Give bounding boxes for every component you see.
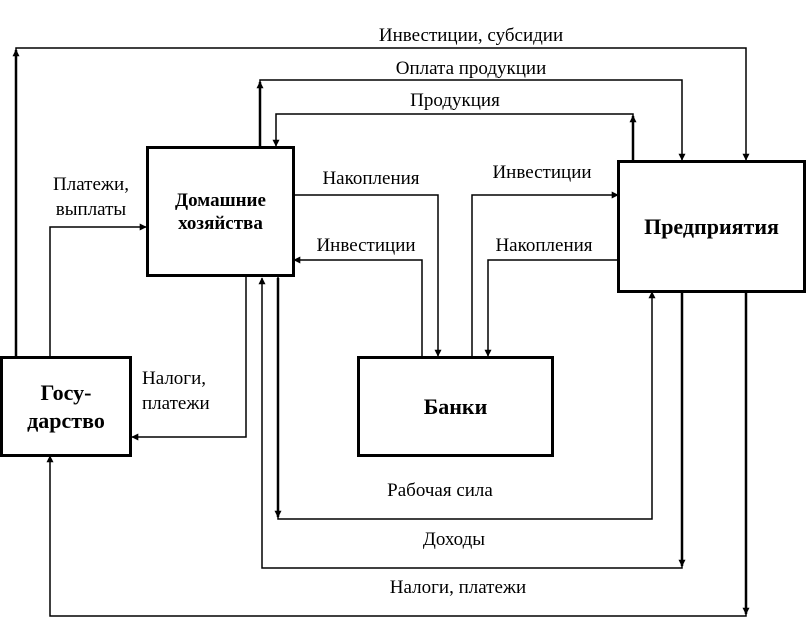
label-investments-enterprises: Инвестиции — [492, 162, 592, 183]
label-labor: Рабочая сила — [387, 480, 493, 501]
arrow-products — [272, 113, 634, 160]
label-income: Доходы — [422, 529, 486, 550]
label-products: Продукция — [410, 90, 500, 111]
enterprises-box: Предприятия — [617, 160, 806, 293]
arrow-investments-enterprises — [471, 191, 619, 356]
label-payment-products: Оплата продукции — [395, 58, 547, 79]
label-savings-enterprises: Накопления — [495, 235, 593, 256]
label-payments-benefits: Платежи, выплаты — [53, 174, 129, 220]
label-taxes-payments-enterprises: Налоги, платежи — [389, 577, 527, 598]
banks-box: Банки — [357, 356, 554, 457]
state-box: Госу- дарство — [0, 356, 132, 457]
arrow-savings-enterprises — [484, 259, 618, 357]
label-investments-subsidies: Инвестиции, субсидии — [378, 25, 564, 46]
arrow-taxes-households — [131, 276, 247, 441]
arrow-payments-benefits — [49, 223, 147, 356]
label-investments-households: Инвестиции — [316, 235, 416, 256]
label-savings-households: Накопления — [322, 168, 420, 189]
households-box: Домашние хозяйства — [146, 146, 295, 277]
arrow-investments-households — [293, 256, 423, 356]
label-taxes-payments-households: Налоги, платежи — [142, 368, 210, 414]
arrow-savings-households — [294, 194, 442, 357]
